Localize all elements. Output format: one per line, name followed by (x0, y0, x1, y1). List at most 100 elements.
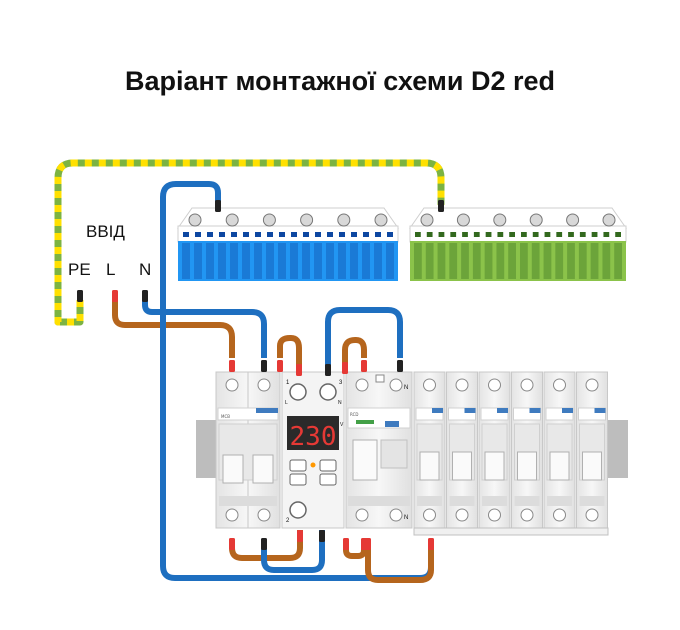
wire-ferrule (297, 530, 303, 542)
busbar-screw (300, 213, 314, 227)
busbar-slot (484, 243, 493, 279)
busbar-slot (543, 243, 552, 279)
rcd: N RCD N (345, 371, 413, 529)
busbar-slot (314, 243, 322, 279)
wire-ferrule (261, 360, 267, 372)
breaker-n-bottom-wire (261, 530, 325, 573)
branch-breakers (413, 371, 608, 529)
relay-button-plus[interactable] (319, 459, 337, 472)
relay-terminal-2: 2 (286, 518, 290, 524)
busbar-slot (326, 243, 334, 279)
busbar-clip (363, 232, 369, 237)
busbar-screw (529, 213, 543, 227)
busbar-clip (375, 232, 381, 237)
busbar-slot (567, 243, 575, 279)
relay-to-rcd-top-phase-wire (342, 337, 367, 370)
relay-led (310, 462, 316, 468)
busbar-clip (556, 232, 563, 237)
relay-display (287, 416, 339, 450)
voltage-relay: 1 3 L N 230 V 2 (281, 371, 345, 529)
main-breaker: MCB (215, 371, 281, 529)
busbar-slot (362, 243, 370, 279)
busbar-screw (602, 213, 616, 227)
branch-breaker (478, 371, 511, 529)
l-input-wire (112, 296, 235, 358)
busbar-clip (291, 232, 297, 237)
busbar-clip (195, 232, 201, 237)
din-rail-right (608, 420, 628, 478)
busbar-slot (437, 243, 446, 279)
input-label: ВВІД (86, 222, 125, 241)
relay-to-rcd-n-top-wire (325, 307, 403, 372)
svg-text:MCB: MCB (221, 414, 230, 419)
busbar-clip (303, 232, 309, 237)
busbar-slot (614, 243, 622, 279)
busbar-clip (591, 232, 598, 237)
wire-ferrule (142, 290, 148, 302)
busbar-clip (255, 232, 261, 237)
busbar-clip (473, 232, 480, 237)
terminal-label-pe: PE (68, 260, 91, 279)
busbar-clip (219, 232, 225, 237)
busbar-clip (339, 232, 345, 237)
wire-ferrule (397, 360, 403, 372)
earth-busbar (409, 207, 627, 281)
busbar-slot (218, 243, 226, 279)
branch-breaker (576, 371, 608, 529)
relay-label-v: V (340, 422, 344, 428)
wire-ferrule (296, 364, 302, 376)
wire-ferrule (77, 290, 83, 302)
busbar-slot (374, 243, 382, 279)
busbar-slot (194, 243, 202, 279)
busbar-clip (532, 232, 539, 237)
busbar-slot (555, 243, 564, 279)
busbar-clip (279, 232, 285, 237)
rcd-top-n: N (404, 385, 408, 391)
busbar-slot (206, 243, 214, 279)
busbar-slot (414, 243, 422, 279)
busbar-slot (242, 243, 250, 279)
svg-text:RCD: RCD (350, 412, 358, 417)
busbar-slot (590, 243, 599, 279)
relay-button-menu[interactable] (289, 473, 307, 486)
neutral-busbar (177, 207, 399, 281)
relay-button-minus[interactable] (289, 459, 307, 472)
wire-ferrule (365, 538, 371, 550)
terminal-label-l: L (106, 260, 115, 279)
busbar-slot (461, 243, 469, 279)
wire-ferrules (77, 200, 444, 550)
busbar-clip (231, 232, 237, 237)
busbar-slot (578, 243, 587, 279)
busbar-clip (462, 232, 468, 237)
busbar-clip (415, 232, 421, 237)
busbar-slot (531, 243, 540, 279)
wire-ferrule (361, 360, 367, 372)
busbar-slot (602, 243, 611, 279)
busbar-screw (566, 213, 580, 227)
busbar-clip (315, 232, 321, 237)
busbar-slot (266, 243, 274, 279)
wire-ferrule (343, 538, 349, 550)
busbar-screw (374, 213, 388, 227)
wire-ferrule (112, 290, 118, 302)
comb-busbar (413, 527, 609, 536)
busbar-clip (603, 232, 610, 237)
wire-ferrule (229, 538, 235, 550)
busbar-slot (254, 243, 262, 279)
busbar-slot (230, 243, 238, 279)
busbar-slot (350, 243, 358, 279)
relay-button-power[interactable] (319, 473, 337, 486)
din-rail-left (196, 420, 218, 478)
busbar-clip (615, 232, 621, 237)
busbar-clip (426, 232, 433, 237)
busbar-clip (450, 232, 457, 237)
busbar-screw (456, 213, 470, 227)
busbar-slot (290, 243, 298, 279)
busbar-slot (182, 243, 190, 279)
relay-terminal-1: 1 (286, 380, 290, 386)
busbar-slot (520, 243, 528, 279)
rcd-bottom-n: N (404, 515, 408, 521)
branch-breaker (446, 371, 478, 529)
breaker-to-relay-top-wire (277, 335, 302, 372)
